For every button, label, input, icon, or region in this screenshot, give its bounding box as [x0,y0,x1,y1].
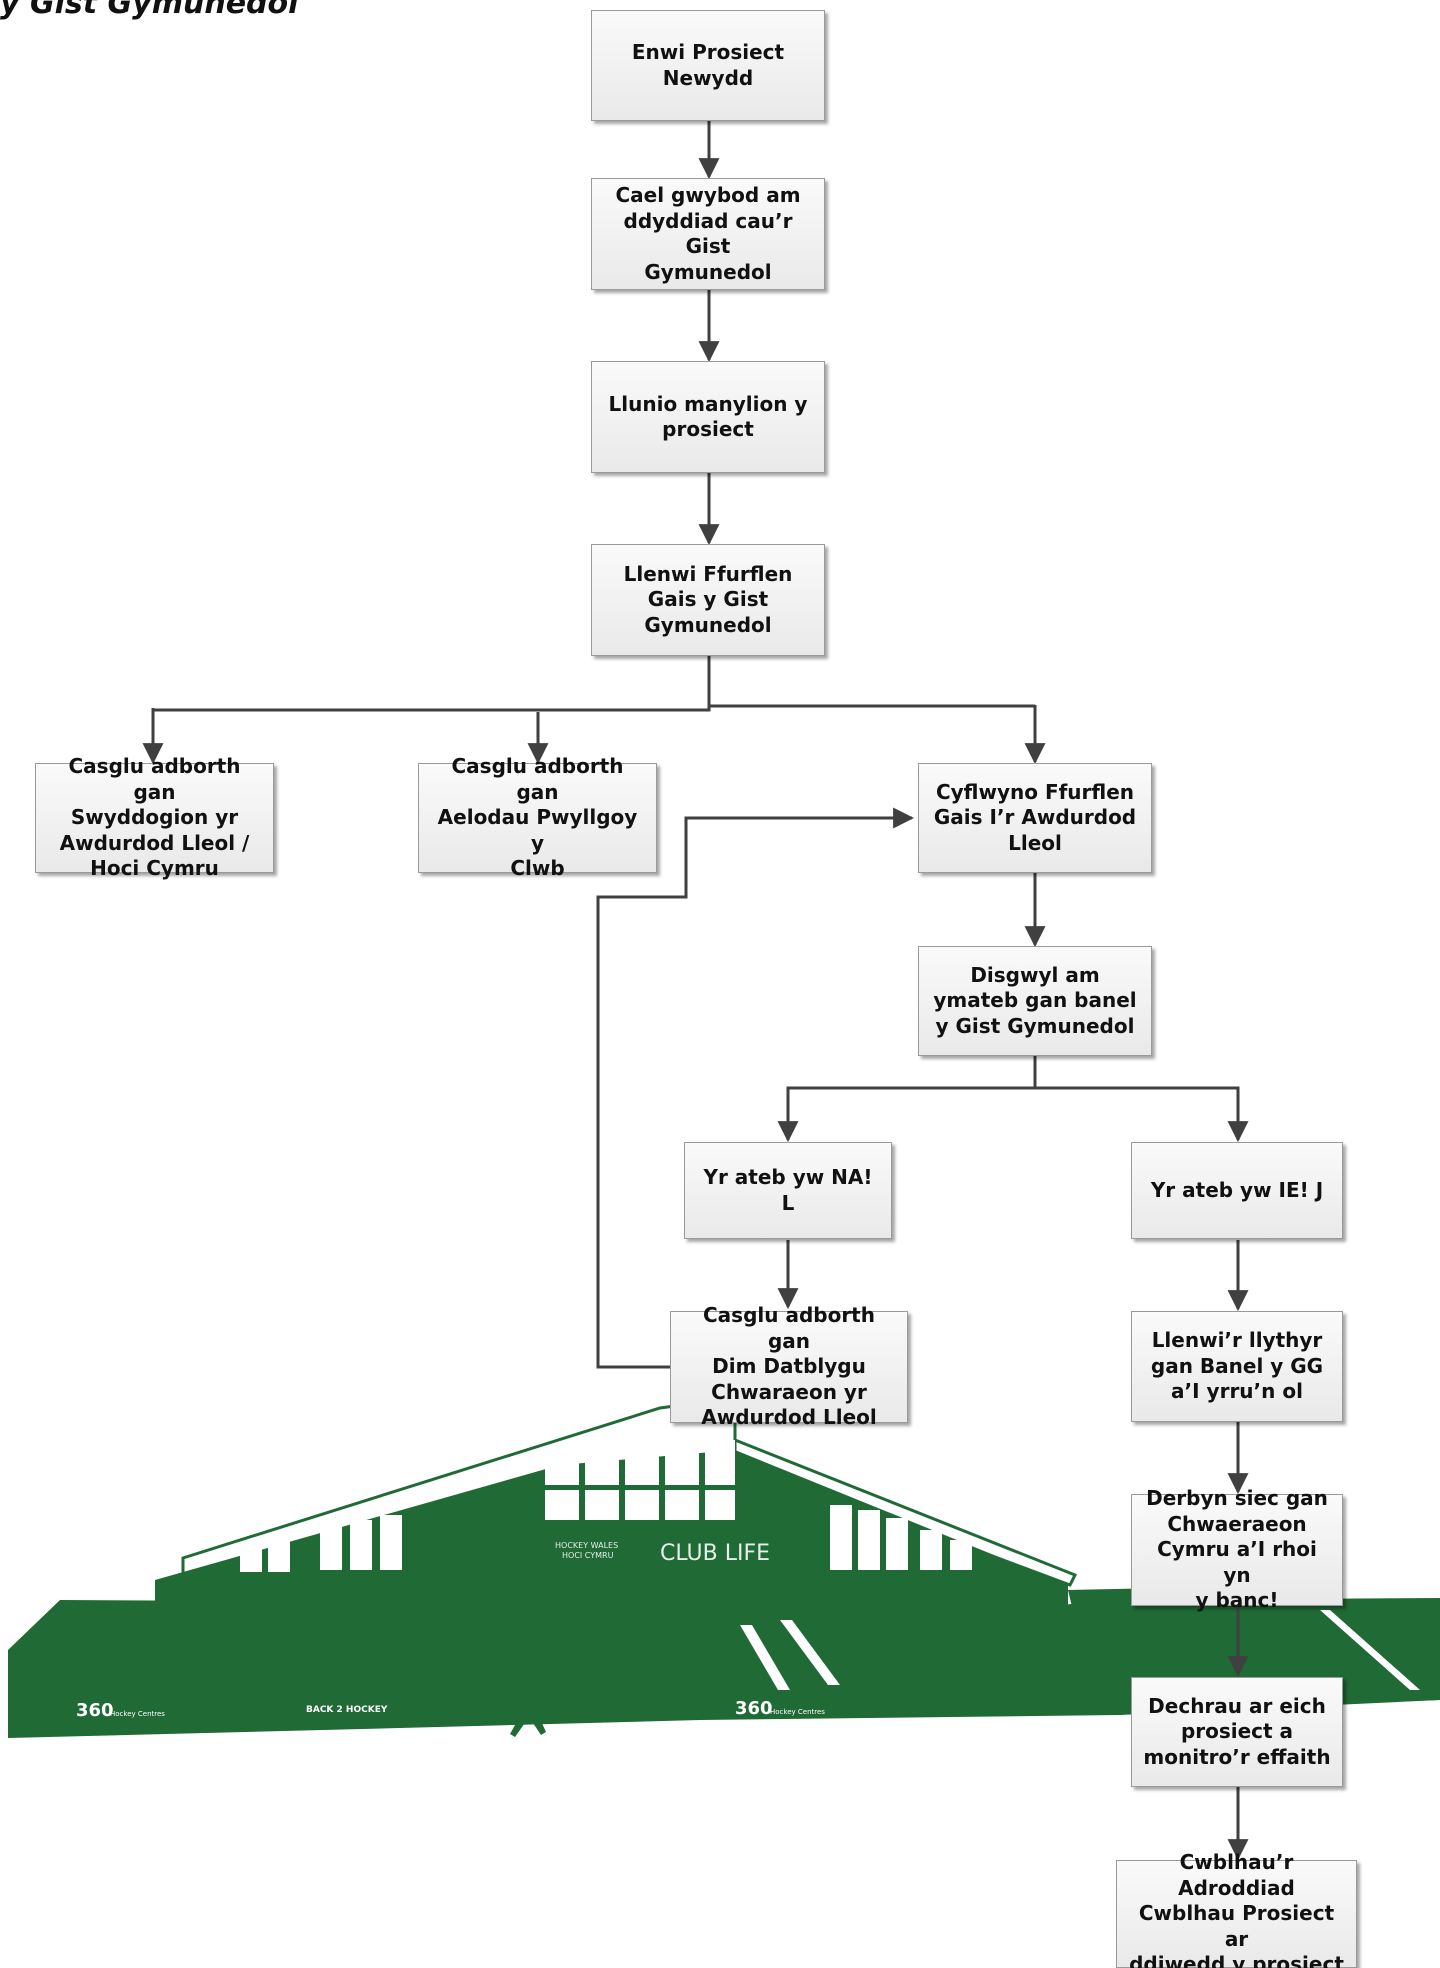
ad-hockey-centres-right: Hockey Centres [770,1708,825,1716]
building-silhouette [8,1396,1440,1738]
step-llenwi-ffurflen: Llenwi Ffurflen Gais y Gist Gymunedol [591,544,825,656]
branch-s8 [777,1055,1037,1143]
players [176,1682,546,1737]
step-label: Casglu adborth gan Swyddogion yr Awdurdo… [59,754,250,881]
step-dechrau-prosiect: Dechrau ar eich prosiect a monitro’r eff… [1131,1677,1343,1787]
step-label: Enwi Prosiect Newydd [631,40,785,90]
step-disgwyl-ymateb: Disgwyl am ymateb gan banel y Gist Gymun… [918,946,1152,1056]
step-adborth-swyddogion: Casglu adborth gan Swyddogion yr Awdurdo… [35,754,274,880]
hockey-wales-logo-text: HOCKEY WALES [555,1541,618,1550]
branch-s4-trunk [153,656,711,712]
step-label: Yr ateb yw IE! J [1150,1177,1324,1202]
step-derbyn-siec: Derbyn siec gan Chwaeraeon Cymru a’I rho… [1131,1486,1343,1612]
step-ateb-ie: Yr ateb yw IE! J [1131,1142,1343,1239]
step-llenwi-llythyr: Llenwi’r llythyr gan Banel y GG a’I yrru… [1131,1311,1343,1422]
step-ateb-na: Yr ateb yw NA! L [684,1142,892,1239]
fence-stripes [740,1610,1420,1690]
building-body [155,1450,1120,1645]
step-label: Cael gwybod am ddyddiad cau’r Gist Gymun… [615,183,801,284]
building-windows [240,1440,972,1572]
loop-s11-s7 [596,807,915,1369]
step-cael-gwybod: Cael gwybod am ddyddiad cau’r Gist Gymun… [591,178,825,290]
step-enwi-prosiect: Enwi Prosiect Newydd [591,10,825,121]
step-label: Cwblhau’r Adroddiad Cwblhau Prosiect ar … [1129,1850,1344,1968]
hoci-cymru-logo-text: HOCI CYMRU [562,1551,614,1560]
ad-hockey-centres-left: Hockey Centres [110,1710,165,1718]
step-label: Disgwyl am ymateb gan banel y Gist Gymun… [933,962,1137,1038]
step-label: Llenwi’r llythyr gan Banel y GG a’I yrru… [1150,1328,1324,1404]
step-label: Llenwi Ffurflen Gais y Gist Gymunedol [623,561,793,637]
step-label: Casglu adborth gan Aelodau Pwyllgoy y Cl… [437,754,638,881]
ad-360-right: 360 [735,1698,773,1719]
step-cwblhau-adroddiad: Cwblhau’r Adroddiad Cwblhau Prosiect ar … [1116,1850,1357,1968]
branch-s8-right [1035,1086,1249,1143]
connectors [142,121,1249,1861]
right-stand [1068,1585,1440,1705]
step-label: Llunio manylion y prosiect [608,391,808,442]
step-label: Cyflwyno Ffurflen Gais I’r Awdurdod Lleo… [933,779,1137,855]
club-life-sign: CLUB LIFE [660,1541,770,1566]
page-heading: y Gist Gymunedol [0,0,299,21]
step-label: Derbyn siec gan Chwaeraeon Cymru a’I rho… [1146,1486,1328,1613]
step-label: Dechrau ar eich prosiect a monitro’r eff… [1143,1693,1331,1769]
step-llunio-manylion: Llunio manylion y prosiect [591,361,825,473]
step-label: Yr ateb yw NA! L [703,1165,873,1215]
step-adborth-datblygu: Casglu adborth gan Dim Datblygu Chwaraeo… [670,1303,908,1429]
step-cyflwyno-ffurflen: Cyflwyno Ffurflen Gais I’r Awdurdod Lleo… [918,763,1152,873]
step-label: Casglu adborth gan Dim Datblygu Chwaraeo… [701,1303,877,1430]
ad-back2hockey: BACK 2 HOCKEY [306,1705,388,1715]
ad-360-left: 360 [76,1700,114,1721]
step-adborth-pwyllgor: Casglu adborth gan Aelodau Pwyllgoy y Cl… [418,754,657,880]
